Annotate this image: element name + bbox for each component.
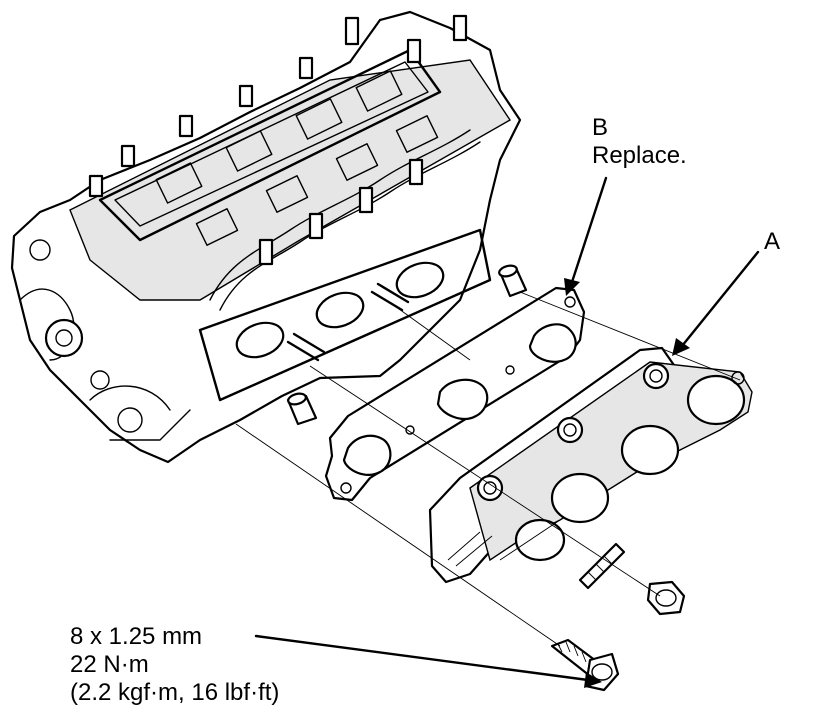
intake-manifold-flange	[428, 346, 753, 584]
flange-nut	[646, 580, 686, 616]
bolt-size: 8 x 1.25 mm	[70, 623, 203, 650]
callout-a: A	[764, 228, 780, 256]
callout-b-letter: B	[592, 114, 609, 141]
manifold-stud	[578, 542, 626, 590]
callout-b-note: Replace.	[592, 142, 687, 169]
alignment-lines	[235, 291, 741, 647]
leader-arrows	[254, 176, 760, 688]
bolt-torque-nm: 22 N·m	[70, 651, 149, 678]
dowel-pin-upper	[498, 264, 528, 298]
dowel-pin-lower	[286, 392, 318, 426]
bolt-torque-alt: (2.2 kgf·m, 16 lbf·ft)	[70, 679, 280, 706]
callout-b: B Replace.	[592, 114, 687, 170]
bolt-spec: 8 x 1.25 mm 22 N·m (2.2 kgf·m, 16 lbf·ft…	[70, 623, 279, 707]
intake-manifold-gasket	[324, 286, 586, 502]
callout-a-letter: A	[764, 228, 781, 255]
cylinder-head	[10, 10, 522, 464]
